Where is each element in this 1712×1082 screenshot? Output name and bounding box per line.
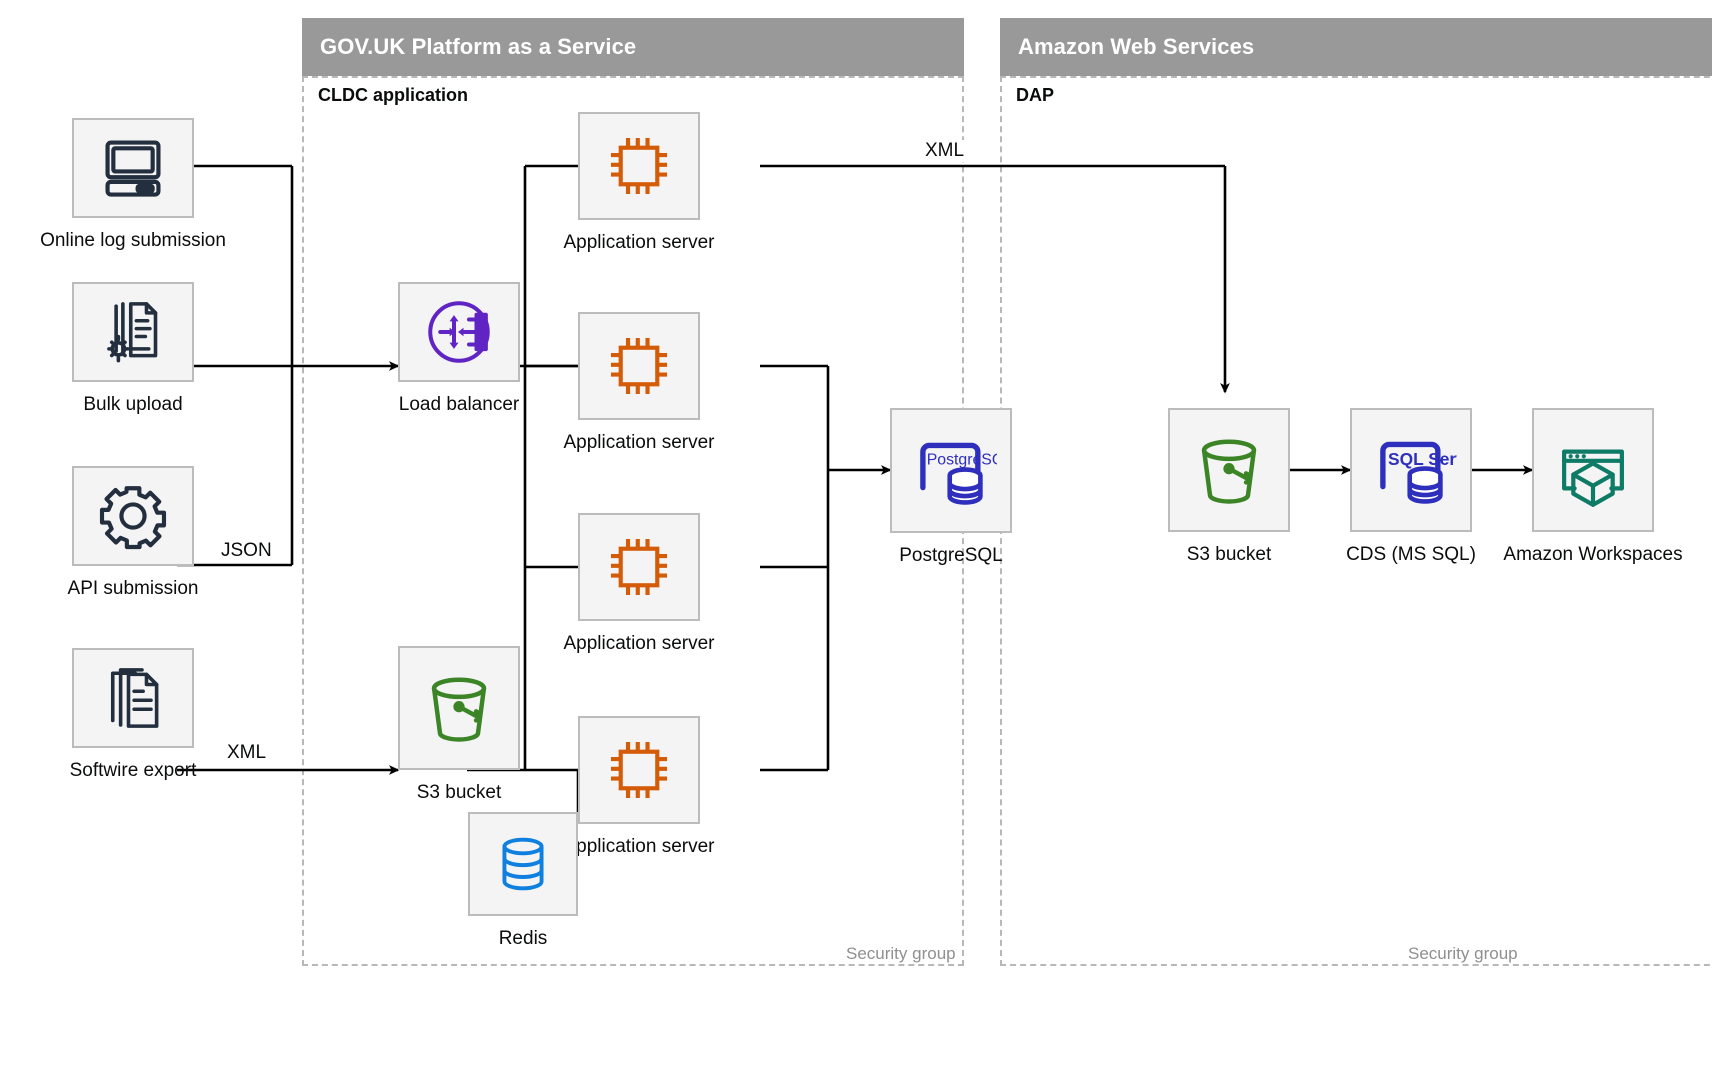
load-balancer-tile[interactable] [398,282,520,382]
security-group-label-aws: Security group [1408,944,1518,963]
s3-bucket-aws-label: S3 bucket [1186,544,1272,565]
postgresql-label: PostgreSQL [899,545,1003,566]
node-cds-ms-sql[interactable]: SQL Server CDS (MS SQL) [1346,408,1476,598]
edge-label-xml-to-s3: XML [920,140,970,162]
security-group-label-paas: Security group [846,944,956,963]
node-postgresql[interactable]: PostgreSQL PostgreSQL [890,408,1012,598]
group-title-aws: Amazon Web Services [1018,34,1255,59]
app-server-2-label: Application server [563,432,715,453]
node-s3-bucket-aws[interactable]: S3 bucket [1168,408,1290,598]
group-title-paas: GOV.UK Platform as a Service [320,34,637,59]
edge-label-xml-softwire: XML [222,742,272,764]
amazon-workspaces-icon [1551,428,1635,512]
amazon-workspaces-tile[interactable] [1532,408,1654,532]
edge-label-json: JSON [216,540,277,562]
cds-ms-sql-label: CDS (MS SQL) [1346,544,1476,565]
app-server-4-tile[interactable] [578,716,700,824]
s3-bucket-icon [417,666,501,750]
s3-bucket-paas-label: S3 bucket [416,782,502,803]
cpu-chip-icon [600,127,678,205]
node-app-server-3[interactable]: Application server [563,513,715,703]
cpu-chip-icon [600,528,678,606]
app-server-1-label: Application server [563,232,715,253]
redis-database-icon [490,831,556,897]
online-log-submission-tile[interactable] [72,118,194,218]
document-gear-icon [97,296,169,368]
gear-icon [96,479,170,553]
softwire-export-label: Softwire export [69,760,197,781]
node-load-balancer[interactable]: Load balancer [398,282,520,472]
redis-tile[interactable] [468,812,578,916]
load-balancer-label: Load balancer [398,394,520,415]
cpu-chip-icon [600,327,678,405]
online-log-submission-label: Online log submission [40,230,226,251]
cds-ms-sql-tile[interactable]: SQL Server [1350,408,1472,532]
bulk-upload-label: Bulk upload [83,394,183,415]
amazon-workspaces-label: Amazon Workspaces [1503,544,1683,565]
inner-title-cldc: CLDC application [318,85,469,105]
s3-bucket-aws-tile[interactable] [1168,408,1290,532]
desktop-computer-icon [96,131,170,205]
app-server-1-tile[interactable] [578,112,700,220]
sql-server-badge-text: SQL Server [1388,449,1457,469]
node-s3-bucket-paas[interactable]: S3 bucket [398,646,520,836]
inner-title-dap: DAP [1016,85,1055,105]
s3-bucket-paas-tile[interactable] [398,646,520,770]
postgresql-badge-text: PostgreSQL [927,451,997,468]
api-submission-tile[interactable] [72,466,194,566]
node-online-log-submission[interactable]: Online log submission [40,118,226,308]
document-stack-icon [97,662,169,734]
node-api-submission[interactable]: API submission [68,466,198,656]
sql-server-icon: SQL Server [1365,424,1457,516]
node-app-server-1[interactable]: Application server [563,112,715,302]
api-submission-label: API submission [67,578,199,599]
cpu-chip-icon [600,731,678,809]
load-balancer-icon [419,292,499,372]
node-softwire-export[interactable]: Softwire export [69,648,197,838]
node-redis[interactable]: Redis [468,812,578,992]
softwire-export-tile[interactable] [72,648,194,748]
node-amazon-workspaces[interactable]: Amazon Workspaces [1503,408,1683,598]
app-server-2-tile[interactable] [578,312,700,420]
bulk-upload-tile[interactable] [72,282,194,382]
group-header-aws: Amazon Web Services [1000,18,1712,76]
group-header-paas: GOV.UK Platform as a Service [302,18,964,76]
postgresql-tile[interactable]: PostgreSQL [890,408,1012,533]
app-server-3-tile[interactable] [578,513,700,621]
s3-bucket-icon [1187,428,1271,512]
app-server-4-label: Application server [563,836,715,857]
node-app-server-2[interactable]: Application server [563,312,715,502]
redis-label: Redis [498,928,548,949]
node-app-server-4[interactable]: Application server [563,716,715,906]
postgresql-icon: PostgreSQL [905,425,997,517]
app-server-3-label: Application server [563,633,715,654]
node-bulk-upload[interactable]: Bulk upload [72,282,194,472]
